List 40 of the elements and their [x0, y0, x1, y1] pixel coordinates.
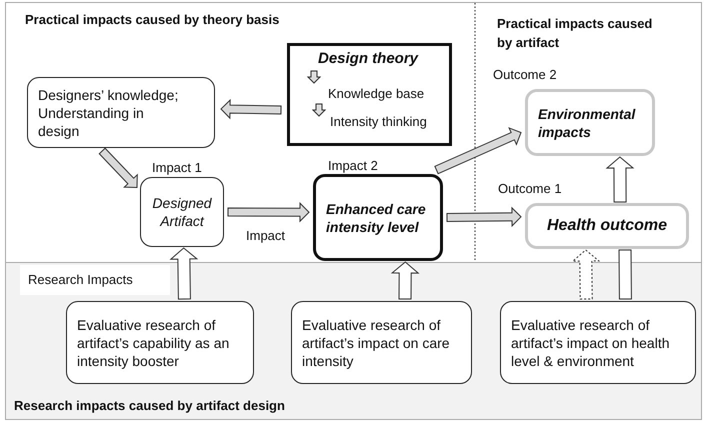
block-arrow	[618, 249, 632, 300]
box-heading: Design theory	[318, 51, 418, 67]
box-text: Enhanced care intensity level	[326, 200, 427, 236]
list-item: Knowledge base	[328, 86, 424, 102]
node-caption: Impact 1	[152, 160, 202, 176]
box-text: Designers’ knowledge; Understanding in design	[38, 86, 180, 140]
panel-heading: Research impacts caused by artifact design	[14, 398, 285, 414]
block-arrow	[98, 148, 138, 188]
section-label: Research Impacts	[20, 265, 170, 295]
process-box	[27, 77, 215, 148]
box-text: Environmental impacts	[538, 104, 636, 140]
block-arrow	[606, 156, 634, 203]
block-arrow	[434, 127, 522, 174]
block-arrow	[446, 206, 522, 228]
node-caption: Outcome 2	[493, 67, 557, 83]
outcome-box	[525, 89, 655, 156]
section-heading: Practical impacts caused by theory basis	[25, 11, 280, 29]
box-text: Evaluative research of artifact’s impact on care intensity	[302, 316, 451, 370]
process-box	[66, 301, 254, 384]
block-arrow	[227, 202, 310, 222]
process-box	[313, 174, 443, 261]
box-text: Designed Artifact	[151, 194, 213, 230]
box-text: Health outcome	[546, 216, 667, 236]
block-arrow	[571, 249, 600, 300]
block-arrow	[390, 261, 420, 300]
process-box	[291, 301, 472, 384]
theory-box	[287, 43, 452, 146]
box-text: Evaluative research of artifact’s capability as an intensity booster	[77, 316, 230, 370]
block-arrow	[220, 98, 282, 120]
block-arrow	[169, 247, 198, 300]
process-box	[500, 301, 696, 384]
node-caption: Impact 2	[328, 158, 378, 174]
section-heading: Practical impacts caused by artifact	[497, 15, 654, 52]
node-caption: Outcome 1	[498, 181, 562, 197]
list-item: Intensity thinking	[330, 114, 427, 130]
research-panel	[6, 262, 701, 419]
box-text: Evaluative research of artifact’s impact on health level & environment	[511, 316, 670, 370]
edge-label: Impact	[246, 228, 286, 244]
process-box	[140, 177, 224, 247]
outcome-box	[525, 203, 689, 249]
